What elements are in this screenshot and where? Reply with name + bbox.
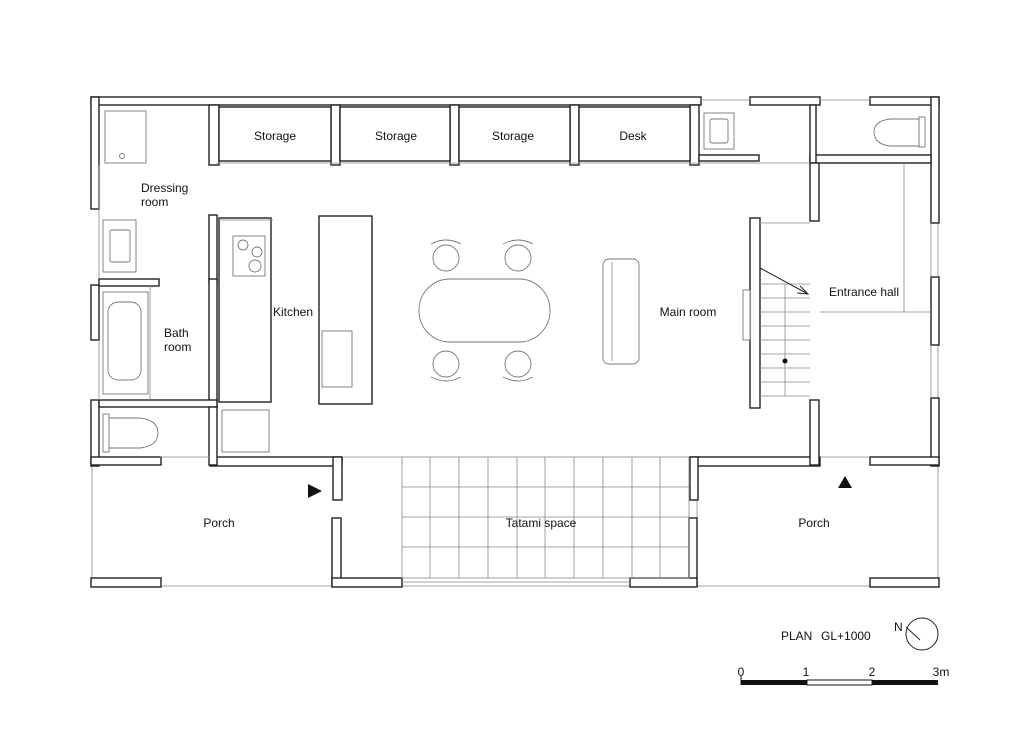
label-tatami-space: Tatami space [506,516,577,530]
kitchen-island [318,215,373,405]
plan-level: GL+1000 [821,629,871,643]
stair [742,217,810,409]
storage-units [218,106,691,162]
scale-bar [740,676,938,686]
entrance-arrow-up-icon [838,476,852,488]
scale-tick-3: 3m [933,665,950,679]
toilet-left [102,413,159,453]
toilet-right [873,116,926,148]
label-kitchen: Kitchen [273,305,313,319]
chair-top-right [502,239,534,272]
small-sink [703,112,735,150]
label-bath-room-1: Bath [164,326,189,340]
kitchen-counter [218,217,273,453]
scale-tick-0: 0 [738,665,745,679]
chair-bottom-left [430,350,462,382]
washer-box [104,110,147,164]
label-storage-3: Storage [492,129,534,143]
label-porch-right: Porch [798,516,829,530]
label-storage-2: Storage [375,129,417,143]
label-desk: Desk [619,129,647,143]
label-storage-1: Storage [254,129,296,143]
chair-bottom-right [502,350,534,382]
washbasin [102,219,137,273]
tatami-grid [342,456,690,579]
bathtub [102,291,149,395]
plan-title: PLAN [781,629,812,643]
entrance-arrow-right-icon [308,484,322,498]
sofa [602,258,640,365]
interior-walls [98,104,932,466]
north-label: N [894,620,903,634]
label-main-room: Main room [660,305,717,319]
north-arrow-icon [905,617,939,651]
dining-chairs [430,239,534,382]
scale-tick-1: 1 [803,665,810,679]
label-porch-left: Porch [203,516,234,530]
label-dressing-room-2: room [141,195,168,209]
label-dressing-room-1: Dressing [141,181,188,195]
chair-top-left [430,239,462,272]
interior-thin-lines [98,99,932,583]
scale-tick-2: 2 [869,665,876,679]
label-entrance-hall: Entrance hall [829,285,899,299]
dining-table [418,278,551,343]
exterior-walls [90,96,940,588]
label-bath-room-2: room [164,340,191,354]
